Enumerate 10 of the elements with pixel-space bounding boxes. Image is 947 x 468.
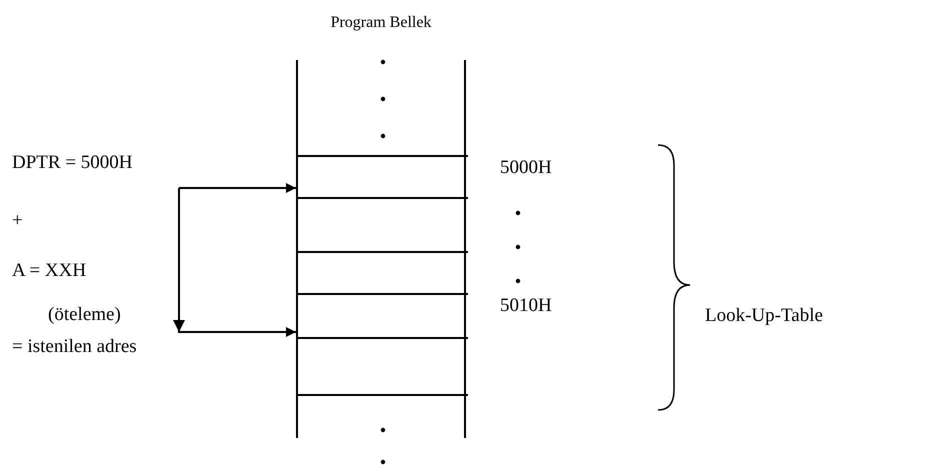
- column-title: Program Bellek: [330, 13, 432, 33]
- memory-cell: [298, 337, 468, 396]
- address-label: 5010H: [500, 295, 552, 317]
- operator-label: +: [12, 210, 23, 232]
- table-label: Look-Up-Table: [705, 305, 823, 327]
- address-label: 5000H: [500, 157, 552, 179]
- result-label: = istenilen adres: [12, 336, 137, 358]
- register-label: DPTR = 5000H: [12, 152, 133, 174]
- register-label: A = XXH: [12, 260, 86, 282]
- note-label: (öteleme): [48, 304, 121, 326]
